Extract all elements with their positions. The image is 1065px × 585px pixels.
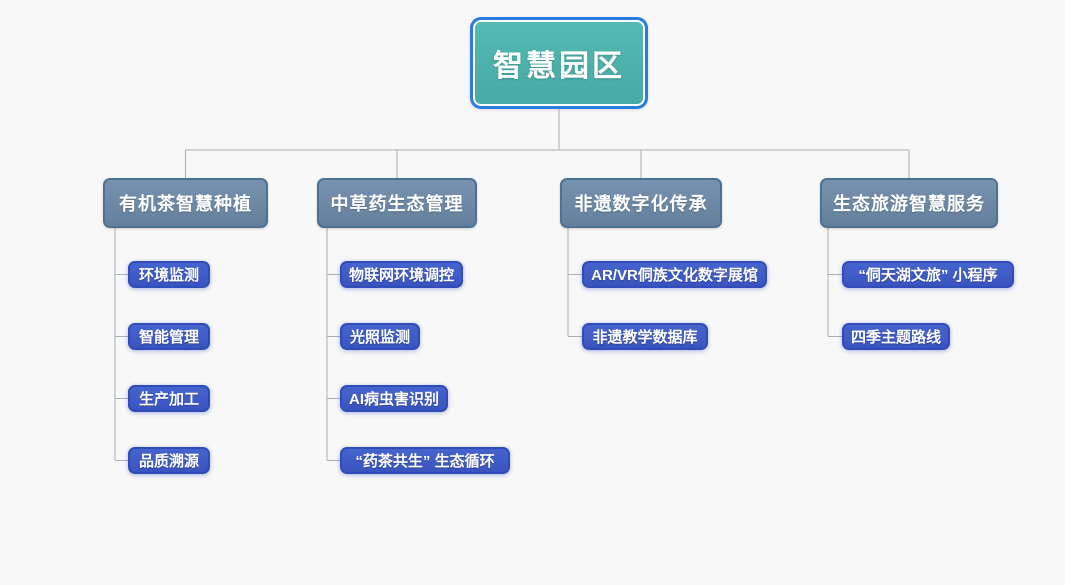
- child-node-light-monitoring[interactable]: 光照监测: [340, 323, 420, 350]
- root-node-smart-park[interactable]: 智慧园区: [470, 17, 648, 109]
- child-node-smart-management[interactable]: 智能管理: [128, 323, 210, 350]
- child-node-arvr-dong-culture-digital-hall[interactable]: AR/VR侗族文化数字展馆: [582, 261, 767, 288]
- branch-node-ich-digital-inheritance[interactable]: 非遗数字化传承: [560, 178, 722, 228]
- branch-node-organic-tea-smart-planting[interactable]: 有机茶智慧种植: [103, 178, 268, 228]
- child-node-ai-pest-identification[interactable]: AI病虫害识别: [340, 385, 448, 412]
- branch-1-children-connector: [114, 228, 128, 461]
- child-node-ich-teaching-database[interactable]: 非遗教学数据库: [582, 323, 708, 350]
- root-to-branches-connector: [185, 109, 910, 178]
- child-node-production-processing[interactable]: 生产加工: [128, 385, 210, 412]
- branch-3-children-connector: [567, 228, 582, 337]
- child-node-quality-traceability[interactable]: 品质溯源: [128, 447, 210, 474]
- branch-node-eco-tourism-smart-service[interactable]: 生态旅游智慧服务: [820, 178, 998, 228]
- child-node-dongtianhu-mini-program[interactable]: “侗天湖文旅” 小程序: [842, 261, 1014, 288]
- child-node-iot-env-control[interactable]: 物联网环境调控: [340, 261, 463, 288]
- child-node-four-seasons-theme-routes[interactable]: 四季主题路线: [842, 323, 950, 350]
- child-node-env-monitoring[interactable]: 环境监测: [128, 261, 210, 288]
- branch-node-herbal-eco-management[interactable]: 中草药生态管理: [317, 178, 477, 228]
- branch-2-children-connector: [326, 228, 340, 461]
- child-node-medicine-tea-symbiosis-cycle[interactable]: “药茶共生” 生态循环: [340, 447, 510, 474]
- branch-4-children-connector: [827, 228, 842, 337]
